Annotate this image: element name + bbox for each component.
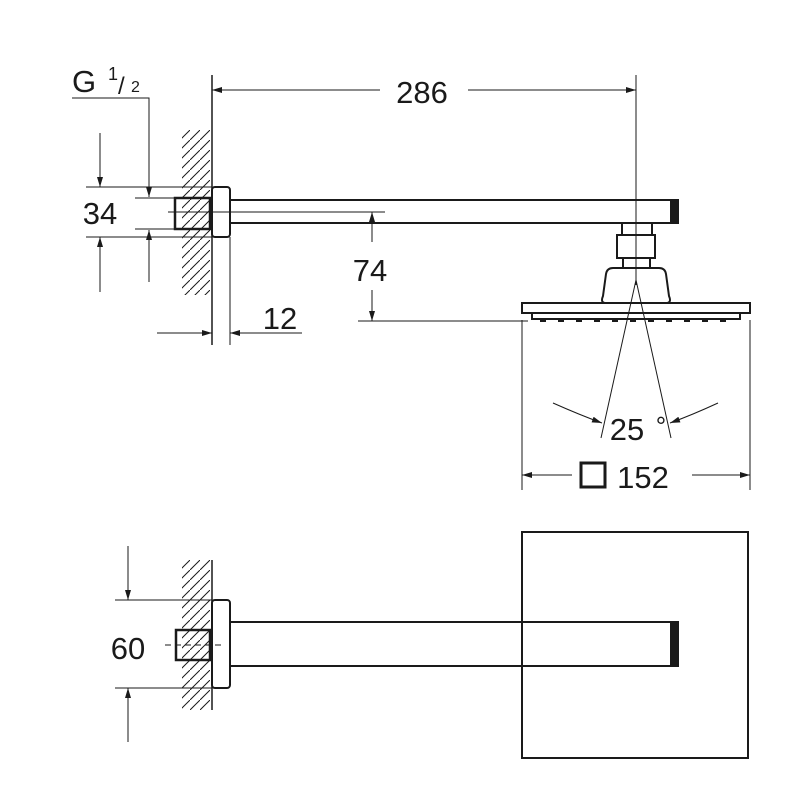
dim-nipple-height: 34 (83, 196, 117, 231)
top-view: 60 (111, 531, 749, 759)
spray-line-left (600, 279, 637, 439)
thread-letter: G (72, 64, 96, 99)
dim-head-size: 152 (617, 460, 669, 495)
angle-arrow-left (552, 402, 603, 424)
dim-flange-depth: 12 (263, 301, 297, 336)
wall-hatching-bottom (182, 560, 210, 710)
arm-end-cap (670, 200, 678, 223)
thread-leader (72, 97, 152, 197)
wall-flange-top (211, 599, 231, 689)
swivel-joint (621, 222, 653, 236)
dim-flange-height: 60 (111, 631, 145, 666)
head-top-outline (521, 531, 749, 759)
spray-line-right (635, 279, 672, 439)
degree-symbol: ° (656, 411, 666, 441)
arm-end-cap-top (670, 622, 678, 666)
threaded-nipple (173, 196, 212, 231)
dim-drop: 74 (353, 253, 387, 288)
spray-plate (531, 312, 741, 320)
head-plate (521, 302, 751, 314)
thread-denominator: 2 (131, 79, 140, 96)
thread-slash: / (118, 73, 125, 100)
side-view: 286 G 1 / 2 34 74 12 25 ° (72, 64, 751, 495)
dim-arm-length: 286 (396, 75, 448, 110)
angle-arrow-right (669, 402, 719, 424)
dim-spray-angle: 25 (610, 412, 644, 447)
square-symbol-icon (579, 461, 607, 489)
shower-arm-top (229, 621, 679, 667)
thread-numerator: 1 (108, 64, 118, 84)
